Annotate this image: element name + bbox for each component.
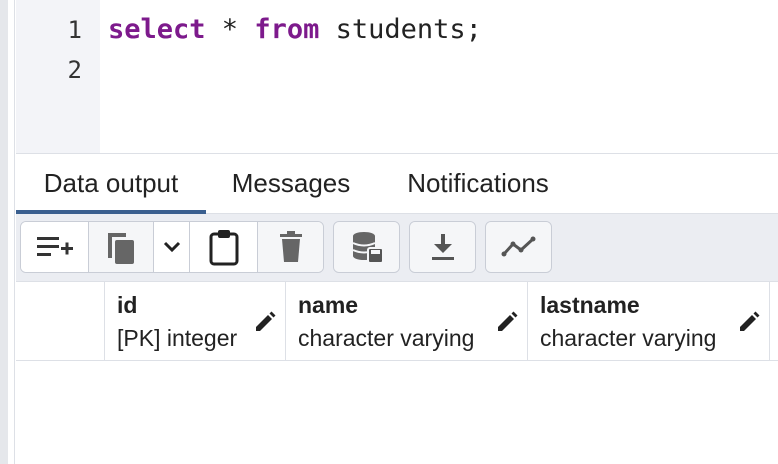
data-grid: id [PK] integer name character varying l… (16, 282, 778, 464)
column-header-lastname[interactable]: lastname character varying (528, 282, 770, 360)
line-number: 1 (67, 16, 82, 44)
graph-group (485, 221, 552, 273)
line-number-gutter: 1 2 (16, 0, 100, 153)
code-star: * (205, 14, 255, 45)
tab-messages[interactable]: Messages (231, 168, 351, 198)
query-editor[interactable]: 1 2 select * from students; (16, 0, 778, 153)
copy-options-dropdown[interactable] (154, 222, 190, 272)
add-row-button[interactable] (21, 222, 89, 272)
paste-button[interactable] (190, 222, 258, 272)
line-number: 2 (67, 56, 82, 84)
left-panel-border (8, 0, 15, 464)
code-line[interactable]: select * from students; (108, 14, 482, 45)
graph-visualiser-button[interactable] (486, 222, 551, 272)
left-panel-edge (0, 0, 8, 464)
paste-icon (209, 230, 238, 266)
graph-icon (501, 236, 535, 257)
add-row-icon (36, 237, 73, 256)
pencil-icon[interactable] (737, 310, 761, 334)
save-data-button[interactable] (334, 222, 399, 272)
tab-data-output[interactable]: Data output (16, 154, 206, 214)
pencil-icon[interactable] (495, 310, 519, 334)
delete-icon (279, 231, 302, 262)
tab-notifications[interactable]: Notifications (407, 168, 549, 198)
edit-button-group (20, 221, 324, 273)
keyword-from: from (254, 14, 320, 45)
output-tabs: Data output Messages Notifications (16, 153, 778, 214)
chevron-down-icon (163, 241, 180, 253)
delete-button[interactable] (258, 222, 323, 272)
column-header-id[interactable]: id [PK] integer (105, 282, 286, 360)
column-type: character varying (540, 325, 717, 351)
column-name: name (298, 292, 359, 318)
row-number-header[interactable] (16, 282, 105, 360)
column-header-name[interactable]: name character varying (286, 282, 528, 360)
column-name: id (117, 292, 138, 318)
download-group (409, 221, 476, 273)
download-button[interactable] (410, 222, 475, 272)
column-name: lastname (540, 292, 640, 318)
column-type: character varying (298, 325, 475, 351)
pencil-icon[interactable] (253, 310, 277, 334)
data-toolbar (16, 214, 778, 282)
save-group (333, 221, 400, 273)
grid-header: id [PK] integer name character varying l… (16, 282, 778, 361)
keyword-select: select (108, 14, 206, 45)
download-icon (431, 234, 454, 260)
code-table: students; (319, 14, 482, 45)
column-type: [PK] integer (117, 325, 238, 351)
save-data-icon (352, 232, 384, 264)
copy-icon (108, 233, 134, 264)
copy-button[interactable] (89, 222, 154, 272)
